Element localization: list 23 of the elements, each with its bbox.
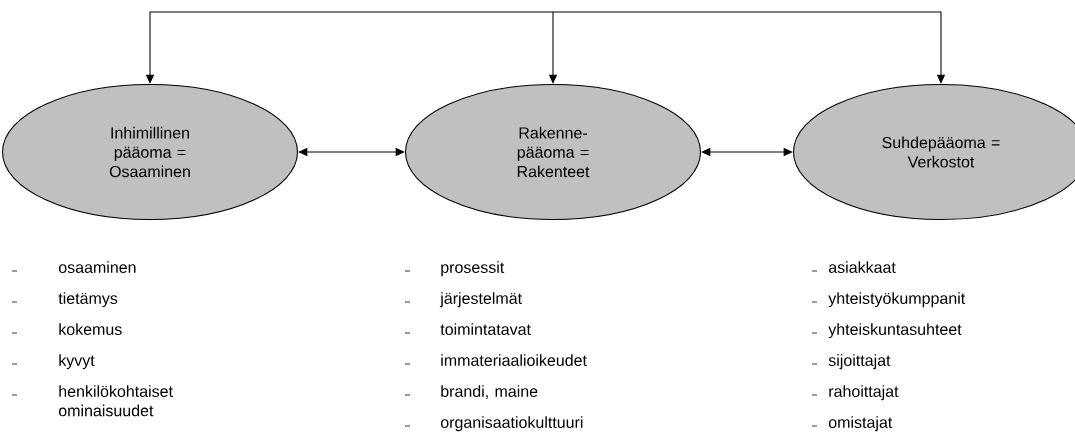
list-item: yhteiskuntasuhteet [828, 323, 962, 339]
list-item: yhteistyökumppanit [828, 292, 966, 308]
list-item: järjestelmät [439, 292, 522, 308]
list-item: brandi, maine [441, 385, 538, 399]
list-item: organisaatiokulttuuri [440, 416, 583, 432]
arrow [552, 11, 946, 84]
list-item: osaaminen [58, 261, 136, 273]
ellipse-node: Rakenne- pääoma = Rakenteet [404, 83, 702, 221]
list-item: prosessit [441, 261, 505, 277]
ellipse-node: Inhimillinen pääoma = Osaaminen [1, 83, 299, 221]
list-item: rahoittajat [829, 385, 899, 401]
ellipse-node: Suhdepääoma = Verkostot [792, 83, 1075, 221]
list-item: tietämys [58, 292, 118, 308]
list-item: kokemus [59, 323, 122, 335]
arrow [701, 147, 793, 157]
list-item: omistajat [828, 416, 893, 432]
list-item: toimintatavat [440, 323, 531, 335]
list-item: asiakkaat [828, 261, 896, 273]
arrow [298, 147, 405, 157]
list-item: immateriaalioikeudet [441, 354, 587, 366]
list-item: sijoittajat [828, 354, 891, 370]
list-item: kyvyt [59, 354, 95, 370]
list-item: henkilökohtaiset ominaisuudet [58, 385, 173, 417]
